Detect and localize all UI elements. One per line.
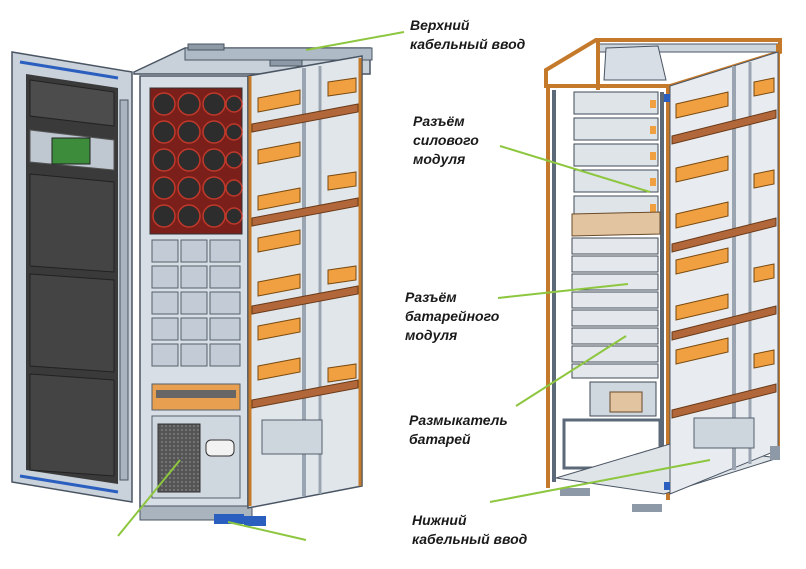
rack-side: [664, 51, 780, 495]
leader-breaker-left: [117, 459, 181, 537]
power-module-stack: [573, 91, 659, 219]
battery-module-stack: [571, 237, 659, 379]
label-power-module-connector: Разъём силового модуля: [413, 113, 479, 167]
cabinet-door: [11, 51, 133, 503]
leader-battery-module-connector: [497, 283, 629, 299]
leader-top-cable-entry: [305, 31, 405, 51]
separator-panel: [571, 211, 661, 237]
label-top-cable-entry: Верхний кабельный ввод: [410, 17, 526, 52]
leader-bottom-cable-entry-right: [489, 459, 711, 503]
left-cabinet: [11, 43, 373, 526]
leader-battery-breaker: [515, 335, 627, 407]
label-battery-breaker: Размыкатель батарей: [409, 412, 508, 447]
cabinet-side-open: [244, 55, 363, 526]
rack-top-box: [603, 45, 667, 81]
label-bottom-cable-entry: Нижний кабельный ввод: [412, 512, 528, 547]
power-module-slots: [151, 239, 241, 367]
leader-power-module-connector: [499, 145, 651, 193]
label-battery-module-connector: Разъём батарейного модуля: [405, 289, 500, 343]
fan-module-block: [149, 87, 243, 235]
right-cabinet: [544, 38, 782, 512]
leader-lines: [117, 31, 711, 541]
leader-bottom-cable-entry-left: [227, 521, 307, 541]
